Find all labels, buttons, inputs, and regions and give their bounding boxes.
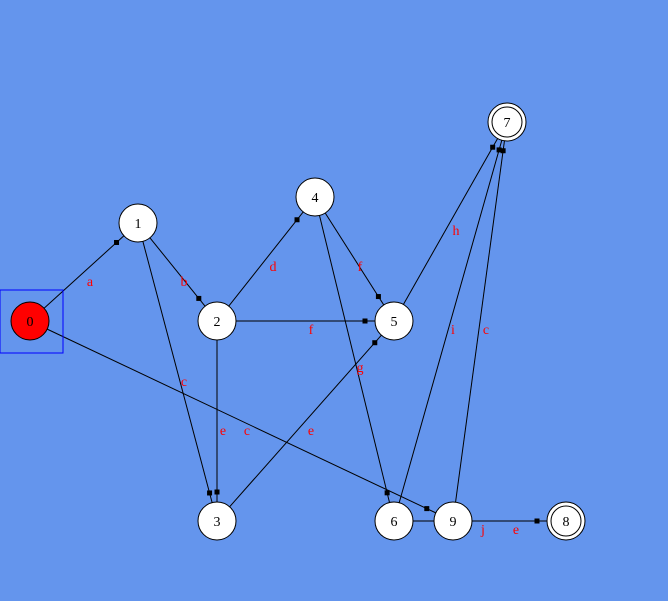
state-label: 2 (214, 315, 221, 330)
selection-box (0, 289, 64, 354)
transition-9-7[interactable] (455, 140, 506, 503)
state-label: 6 (391, 515, 398, 530)
state-circle[interactable] (197, 301, 237, 341)
states-layer: 0 1 2 3 4 5 6 7 8 9 (0, 102, 586, 541)
state-label: 4 (312, 191, 319, 206)
state-circle[interactable] (374, 501, 414, 541)
initial-state-circle[interactable] (10, 301, 50, 341)
transition-label: d (270, 260, 277, 275)
transition-2-4[interactable] (228, 211, 304, 307)
state-circle[interactable] (197, 501, 237, 541)
accepting-state-ring (550, 505, 582, 537)
transition-label: c (181, 375, 187, 390)
state-3[interactable]: 3 (197, 501, 237, 541)
transition-6-7[interactable] (398, 140, 503, 503)
transition-line[interactable] (46, 328, 437, 514)
transitions-layer (43, 138, 547, 524)
arrowhead-marker (500, 148, 506, 154)
transition-line[interactable] (324, 212, 385, 306)
state-6[interactable]: 6 (374, 501, 414, 541)
state-circle[interactable] (374, 301, 414, 341)
accepting-state-ring (491, 106, 523, 138)
arrowhead-marker (294, 217, 300, 223)
arrowhead-marker (372, 340, 378, 346)
state-label: 5 (391, 315, 398, 330)
arrowhead-marker (496, 147, 502, 153)
transition-label: a (87, 275, 94, 290)
transition-label: e (513, 523, 519, 538)
transition-2-3[interactable] (214, 340, 220, 502)
transition-label: h (453, 224, 460, 239)
state-label: 9 (450, 515, 457, 530)
state-1[interactable]: 1 (118, 203, 158, 243)
transition-2-5[interactable] (236, 318, 375, 324)
transition-line[interactable] (319, 215, 390, 503)
state-4[interactable]: 4 (295, 177, 335, 217)
arrowhead-marker (214, 489, 220, 495)
state-label: 7 (504, 116, 511, 131)
transition-line[interactable] (228, 211, 304, 307)
transition-4-5[interactable] (324, 212, 385, 306)
state-circle[interactable] (487, 102, 527, 142)
transition-label: c (244, 424, 250, 439)
transition-3-5[interactable] (229, 334, 382, 508)
transition-label: e (308, 424, 314, 439)
transition-line[interactable] (142, 241, 213, 503)
arrowhead-marker (375, 294, 381, 300)
state-0[interactable]: 0 (0, 289, 64, 354)
transition-label: j (480, 523, 485, 538)
transition-5-7[interactable] (402, 138, 499, 305)
transition-1-2[interactable] (149, 237, 206, 307)
transition-9-8[interactable] (472, 518, 547, 524)
transition-labels-layer: a b c d f e c f e g h i c j e (87, 224, 519, 538)
state-5[interactable]: 5 (374, 301, 414, 341)
transition-0-9[interactable] (46, 328, 437, 514)
arrowhead-marker (424, 506, 430, 512)
state-circle[interactable] (118, 203, 158, 243)
state-label: 3 (214, 515, 221, 530)
state-7[interactable]: 7 (487, 102, 527, 142)
state-label: 0 (27, 315, 34, 330)
arrowhead-marker (490, 144, 496, 150)
state-9[interactable]: 9 (433, 501, 473, 541)
transition-label: c (483, 323, 489, 338)
arrowhead-marker (534, 518, 540, 524)
state-circle[interactable] (433, 501, 473, 541)
state-8[interactable]: 8 (546, 501, 586, 541)
arrowhead-marker (384, 490, 390, 496)
transition-label: f (309, 323, 314, 338)
transition-label: g (357, 361, 364, 376)
arrowhead-marker (362, 318, 368, 324)
state-label: 1 (135, 217, 142, 232)
transition-line[interactable] (398, 140, 503, 503)
transition-label: i (451, 323, 455, 338)
transition-line[interactable] (229, 334, 382, 508)
transition-label: f (358, 260, 363, 275)
state-2[interactable]: 2 (197, 301, 237, 341)
state-label: 8 (563, 515, 570, 530)
transition-label: e (220, 424, 226, 439)
state-circle[interactable] (546, 501, 586, 541)
transition-4-6[interactable] (319, 215, 390, 503)
transition-0-1[interactable] (43, 235, 125, 309)
state-circle[interactable] (295, 177, 335, 217)
transition-line[interactable] (455, 140, 505, 503)
transition-1-3[interactable] (142, 241, 213, 503)
arrowhead-marker (196, 295, 202, 301)
transition-line[interactable] (43, 235, 125, 309)
transition-label: b (181, 275, 188, 290)
transition-line[interactable] (149, 237, 206, 307)
arrowhead-marker (207, 490, 213, 496)
transition-line[interactable] (402, 138, 499, 305)
arrowhead-marker (114, 239, 120, 245)
